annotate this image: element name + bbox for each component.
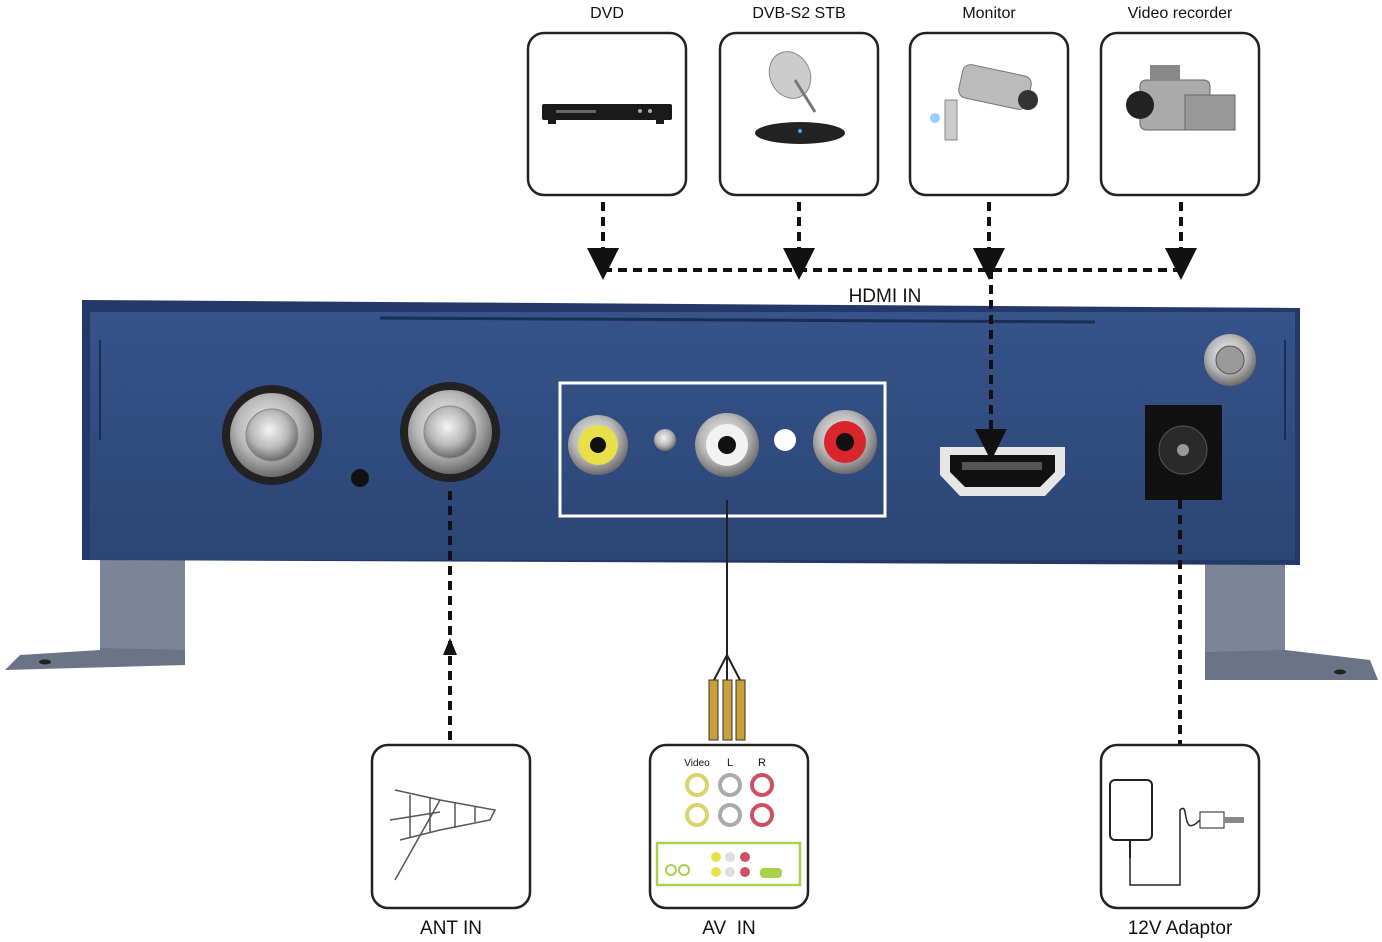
label-av-in: AV IN — [702, 918, 756, 939]
monitor-box — [908, 31, 1070, 197]
ant-in-connector[interactable] — [400, 382, 500, 482]
av-input-frame — [558, 381, 887, 518]
rca-left-jack[interactable] — [695, 413, 759, 477]
label-12v-adaptor: 12V Adaptor — [1128, 918, 1233, 939]
satellite-dish-stb-icon — [755, 51, 845, 144]
led-indicator — [774, 429, 796, 451]
label-video-recorder: Video recorder — [1128, 5, 1233, 22]
hdmi-connection-lines — [587, 202, 1197, 280]
label-hdmi-in: HDMI IN — [849, 286, 922, 307]
av-label-r: R — [758, 757, 766, 769]
av-cable — [708, 500, 746, 741]
security-camera-icon — [930, 64, 1038, 141]
rca-video-jack[interactable] — [568, 415, 628, 475]
av-label-l: L — [727, 757, 733, 769]
label-dvb-s2-stb: DVB-S2 STB — [752, 5, 845, 22]
indicator-hole — [351, 469, 369, 487]
f-connector-out[interactable] — [222, 385, 322, 485]
dc-power-jack[interactable] — [1145, 405, 1222, 500]
right-mounting-bracket — [1205, 555, 1378, 680]
rca-panel-icon: Video L R — [655, 757, 802, 887]
ground-screw — [1204, 334, 1256, 386]
left-mounting-bracket — [5, 555, 185, 670]
rca-right-jack[interactable] — [813, 410, 877, 474]
antenna-icon — [389, 789, 497, 881]
screw-icon — [654, 429, 676, 451]
stb-box — [718, 31, 880, 197]
av-label-video: Video — [684, 758, 710, 769]
label-monitor: Monitor — [962, 5, 1016, 22]
arrow-up-icon — [443, 638, 457, 655]
label-dvd: DVD — [590, 5, 624, 22]
label-ant-in: ANT IN — [420, 918, 482, 939]
camcorder-icon — [1126, 65, 1236, 131]
hdmi-port[interactable] — [940, 447, 1065, 496]
power-adapter-icon — [1109, 779, 1244, 886]
dvd-player-icon — [542, 104, 672, 124]
antenna-box — [370, 743, 532, 910]
device-rear-panel — [82, 300, 1300, 565]
